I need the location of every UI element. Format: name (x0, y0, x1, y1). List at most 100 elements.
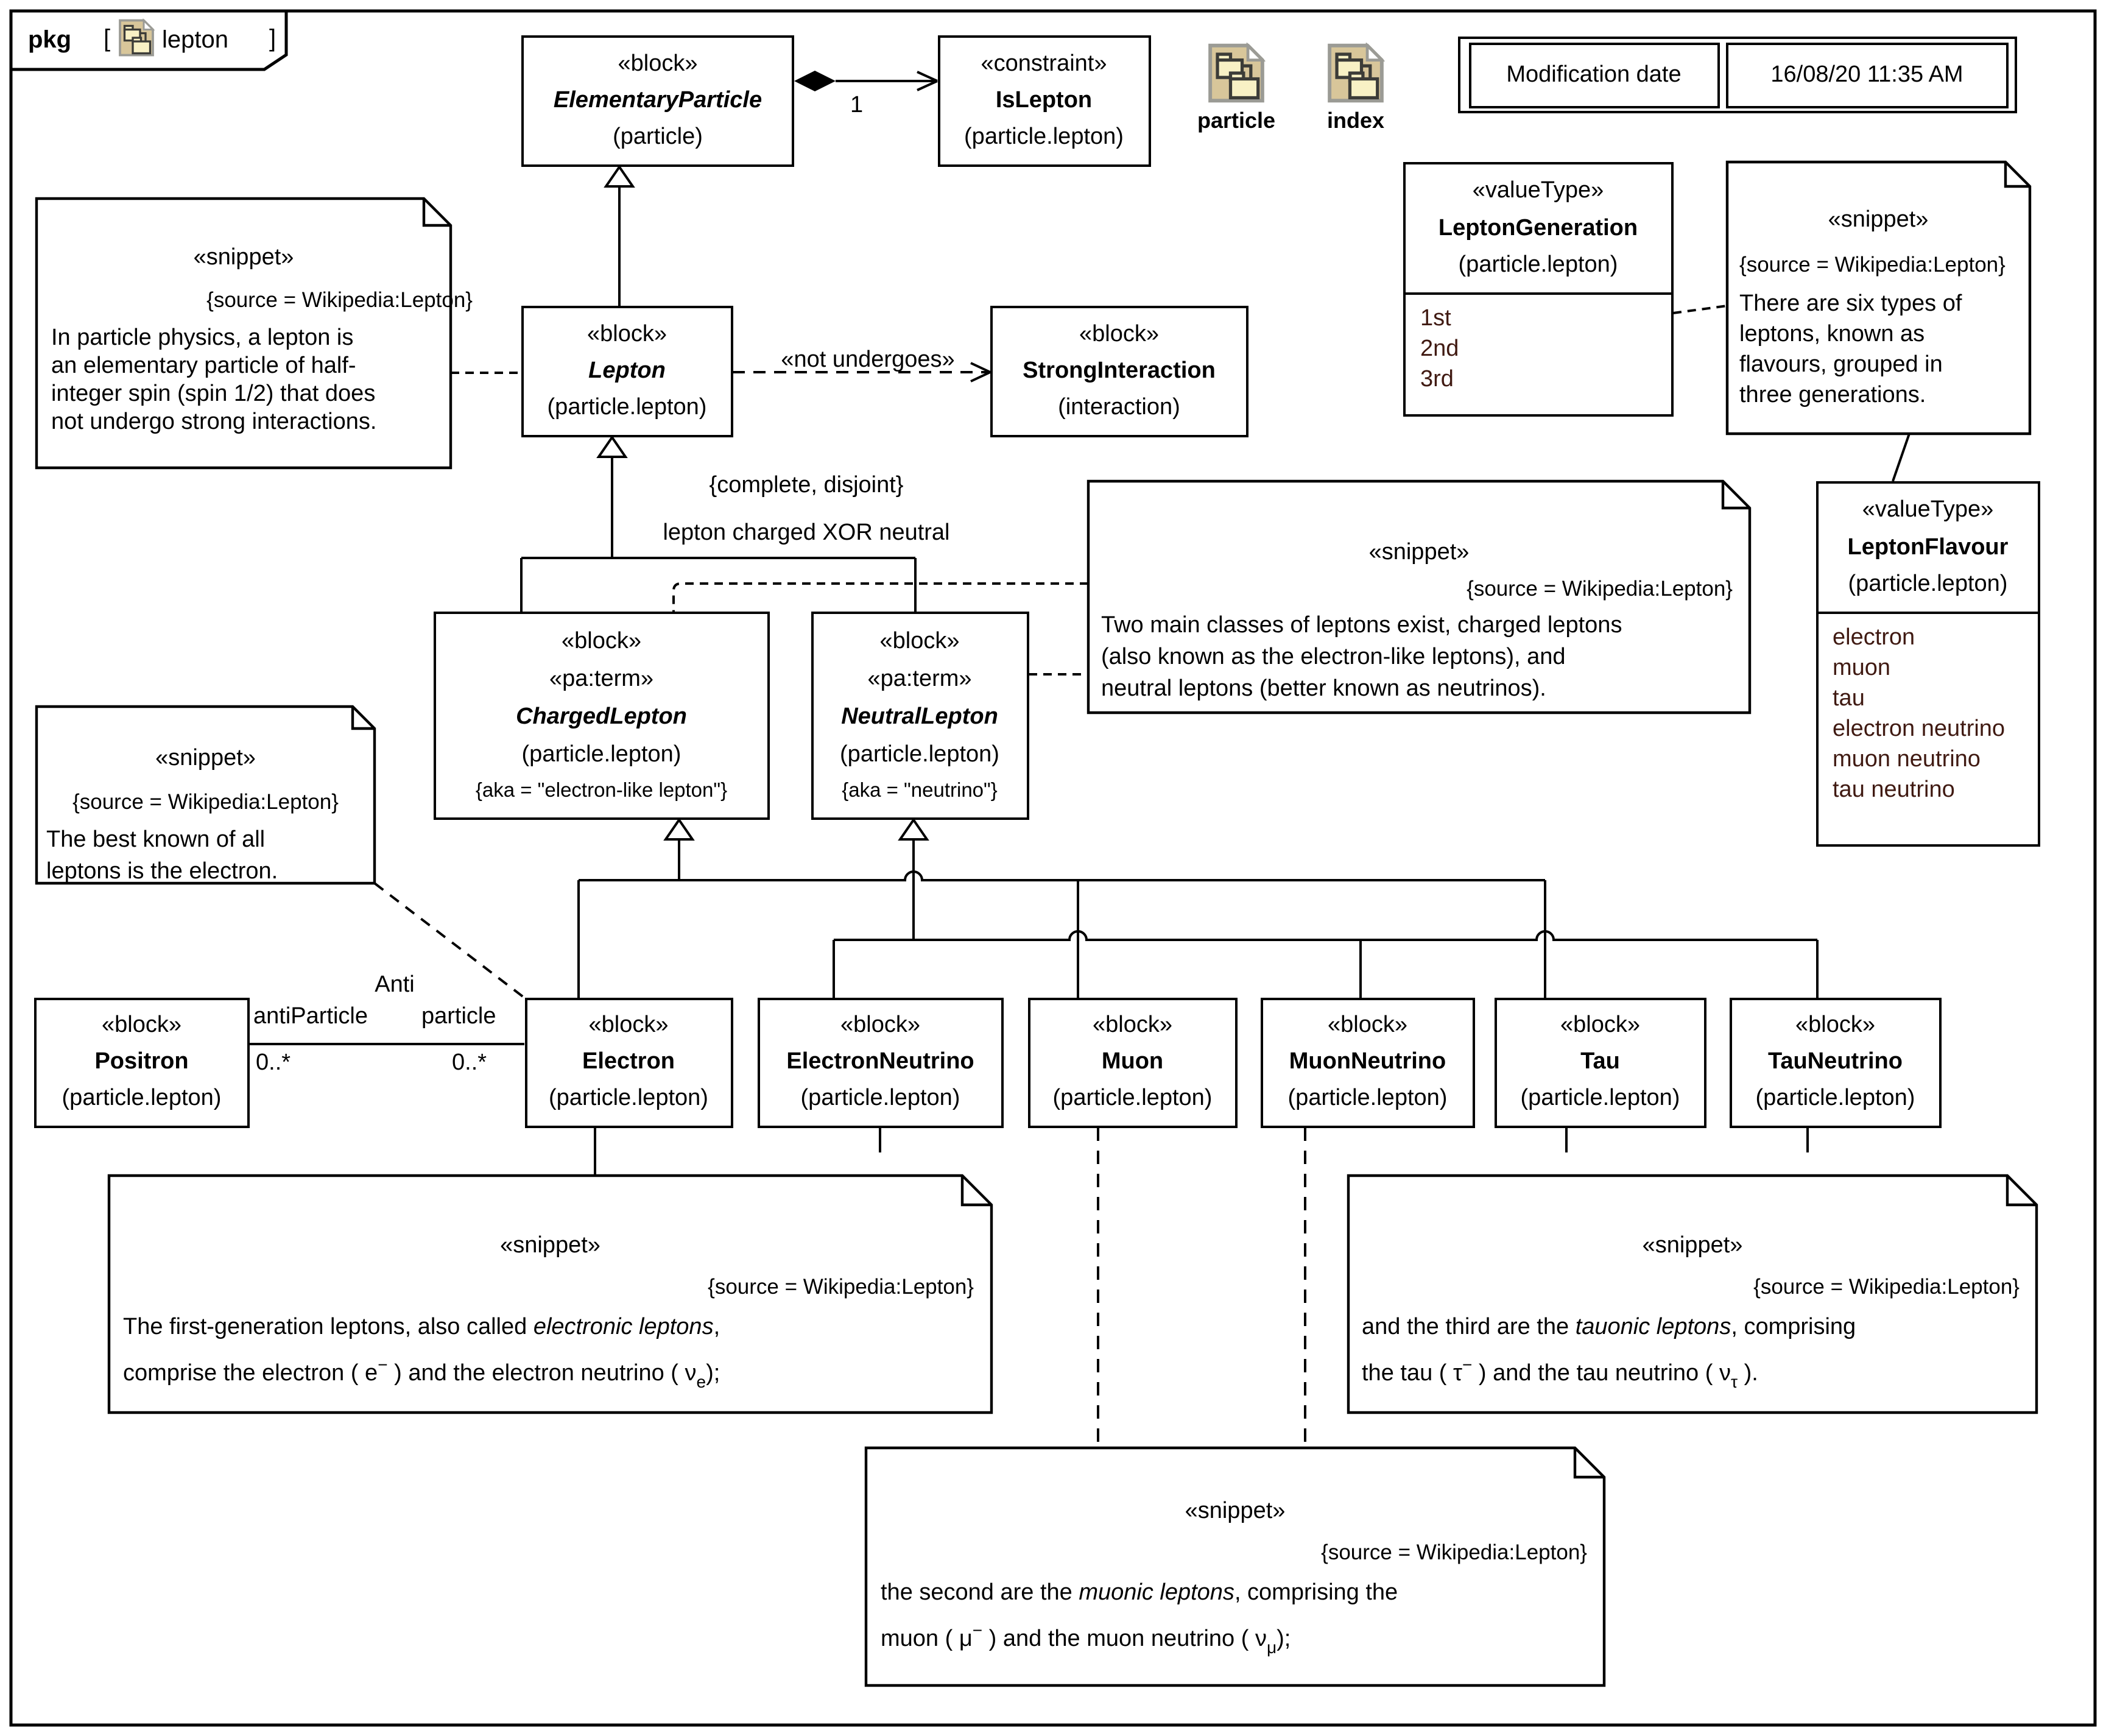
index-package-icon[interactable] (1326, 43, 1385, 104)
complete-disjoint-label: {complete, disjoint} (709, 473, 904, 498)
snippet-source: {source = Wikipedia:Lepton} (708, 1274, 974, 1299)
block-elementary-particle[interactable]: «block» ElementaryParticle (particle) (521, 35, 794, 167)
block-lepton[interactable]: «block» Lepton (particle.lepton) (521, 306, 733, 437)
multiplicity-antiparticle: 0..* (256, 1050, 291, 1076)
note-anchors-top (373, 305, 1911, 999)
generalization-lepton-ep (604, 164, 635, 306)
block-name: Lepton (588, 358, 666, 384)
snippet-stereotype: «snippet» (500, 1233, 600, 1258)
aka-constraint: {aka = "neutrino"} (842, 779, 998, 802)
block-charged-lepton[interactable]: «block» «pa:term» ChargedLepton (particl… (433, 612, 770, 820)
block-electron[interactable]: «block» Electron (particle.lepton) (524, 998, 733, 1127)
role-particle: particle (421, 1004, 496, 1029)
snippet-stereotype: «snippet» (155, 746, 256, 771)
enum-literal: 1st (1420, 306, 1451, 331)
namespace: (particle.lepton) (800, 1085, 960, 1111)
block-tau[interactable]: «block» Tau (particle.lepton) (1494, 998, 1706, 1127)
generalization-tree-leaves (577, 817, 1819, 998)
namespace: (particle) (613, 124, 703, 150)
particle-icon-label[interactable]: particle (1197, 108, 1276, 133)
note-shapes (35, 160, 2038, 1687)
block-tau-neutrino[interactable]: «block» TauNeutrino (particle.lepton) (1730, 998, 1941, 1127)
composition-islepton (794, 71, 938, 91)
snippet-source: {source = Wikipedia:Lepton} (1753, 1274, 2020, 1299)
stereotype: «block» (1093, 1012, 1172, 1039)
valuetype-lepton-flavour[interactable]: «valueType» LeptonFlavour (particle.lept… (1815, 481, 2040, 847)
snippet-body-line: comprise the electron ( e− ) and the ele… (123, 1355, 720, 1391)
stereotype: «constraint» (981, 51, 1107, 77)
frame-name[interactable]: lepton (162, 27, 228, 54)
snippet-body: There are six types of leptons, known as… (1739, 291, 1962, 408)
enum-literal: 2nd (1420, 336, 1459, 362)
block-islepton[interactable]: «constraint» IsLepton (particle.lepton) (937, 35, 1150, 167)
block-electron-neutrino[interactable]: «block» ElectronNeutrino (particle.lepto… (757, 998, 1004, 1127)
namespace: (particle.lepton) (1287, 1085, 1448, 1111)
generalization-cl-nl-lepton (520, 435, 917, 612)
snippet-stereotype: «snippet» (1368, 540, 1470, 565)
block-name: NeutralLepton (841, 704, 998, 730)
valuetype-name: LeptonGeneration (1438, 215, 1638, 241)
multiplicity-one: 1 (850, 93, 864, 118)
block-positron[interactable]: «block» Positron (particle.lepton) (34, 998, 249, 1127)
block-muon-neutrino[interactable]: «block» MuonNeutrino (particle.lepton) (1260, 998, 1475, 1127)
block-neutral-lepton[interactable]: «block» «pa:term» NeutralLepton (particl… (811, 612, 1029, 820)
snippet-body: The best known of all leptons is the ele… (46, 827, 278, 884)
stereotype: «block» (1328, 1012, 1407, 1039)
namespace: (particle.lepton) (62, 1085, 222, 1111)
stereotype: «block» (562, 628, 641, 654)
snippet-body-line: The first-generation leptons, also calle… (123, 1314, 720, 1340)
stereotype-pa-term: «pa:term» (549, 666, 654, 692)
snippet-body: Two main classes of leptons exist, charg… (1101, 613, 1622, 702)
block-name: IsLepton (995, 87, 1093, 113)
valuetype-lepton-generation[interactable]: «valueType» LeptonGeneration (particle.l… (1403, 162, 1673, 416)
enum-literal: tau (1833, 686, 1865, 711)
modification-date-value-cell: 16/08/20 11:35 AM (1726, 42, 2008, 108)
multiplicity-particle: 0..* (452, 1050, 487, 1076)
block-name: ElectronNeutrino (786, 1048, 974, 1074)
namespace: (particle.lepton) (1458, 252, 1618, 278)
namespace: (interaction) (1058, 394, 1180, 420)
aka-constraint: {aka = "electron-like lepton"} (475, 779, 728, 802)
particle-package-icon[interactable] (1207, 43, 1266, 104)
enum-literal: electron (1833, 625, 1915, 651)
snippet-body-line: muon ( μ− ) and the muon neutrino ( νμ); (881, 1620, 1291, 1657)
valuetype-name: LeptonFlavour (1847, 534, 2009, 560)
block-name: Electron (582, 1048, 675, 1074)
snippet-body-line: the tau ( τ− ) and the tau neutrino ( ντ… (1362, 1355, 1758, 1391)
snippet-stereotype: «snippet» (1828, 207, 1929, 233)
frame-bracket-close: ] (269, 26, 276, 52)
snippet-source: {source = Wikipedia:Lepton} (72, 789, 339, 814)
block-strong-interaction[interactable]: «block» StrongInteraction (interaction) (990, 306, 1248, 437)
snippet-stereotype: «snippet» (1642, 1233, 1743, 1258)
stereotype: «block» (588, 1012, 669, 1039)
stereotype: «block» (879, 628, 960, 654)
stereotype: «valueType» (1472, 177, 1604, 203)
stereotype: «valueType» (1862, 496, 1994, 523)
association-name: Anti (375, 972, 415, 998)
namespace: (particle.lepton) (1052, 1085, 1213, 1111)
stereotype: «block» (1560, 1012, 1640, 1039)
snippet-stereotype: «snippet» (193, 245, 294, 270)
stereotype: «block» (1795, 1012, 1875, 1039)
snippet-source: {source = Wikipedia:Lepton} (206, 288, 473, 312)
block-name: MuonNeutrino (1289, 1048, 1446, 1074)
block-muon[interactable]: «block» Muon (particle.lepton) (1028, 998, 1237, 1127)
enum-literal: muon (1833, 655, 1891, 681)
block-name: ElementaryParticle (553, 87, 762, 113)
namespace: (particle.lepton) (521, 741, 681, 767)
snippet-stereotype: «snippet» (1185, 1498, 1286, 1524)
role-antiparticle: antiParticle (253, 1004, 368, 1029)
snippet-source: {source = Wikipedia:Lepton} (1321, 1540, 1587, 1564)
snippet-source: {source = Wikipedia:Lepton} (1467, 576, 1733, 601)
index-icon-label[interactable]: index (1326, 108, 1384, 133)
block-name: StrongInteraction (1023, 358, 1216, 384)
block-name: TauNeutrino (1768, 1048, 1903, 1074)
block-name: ChargedLepton (516, 704, 687, 730)
namespace: (particle.lepton) (1755, 1085, 1915, 1111)
enum-literal: electron neutrino (1833, 716, 2006, 742)
enum-literal: tau neutrino (1833, 777, 1955, 803)
block-name: Muon (1101, 1048, 1164, 1074)
block-name: Tau (1580, 1048, 1620, 1074)
block-name: Positron (94, 1048, 189, 1074)
